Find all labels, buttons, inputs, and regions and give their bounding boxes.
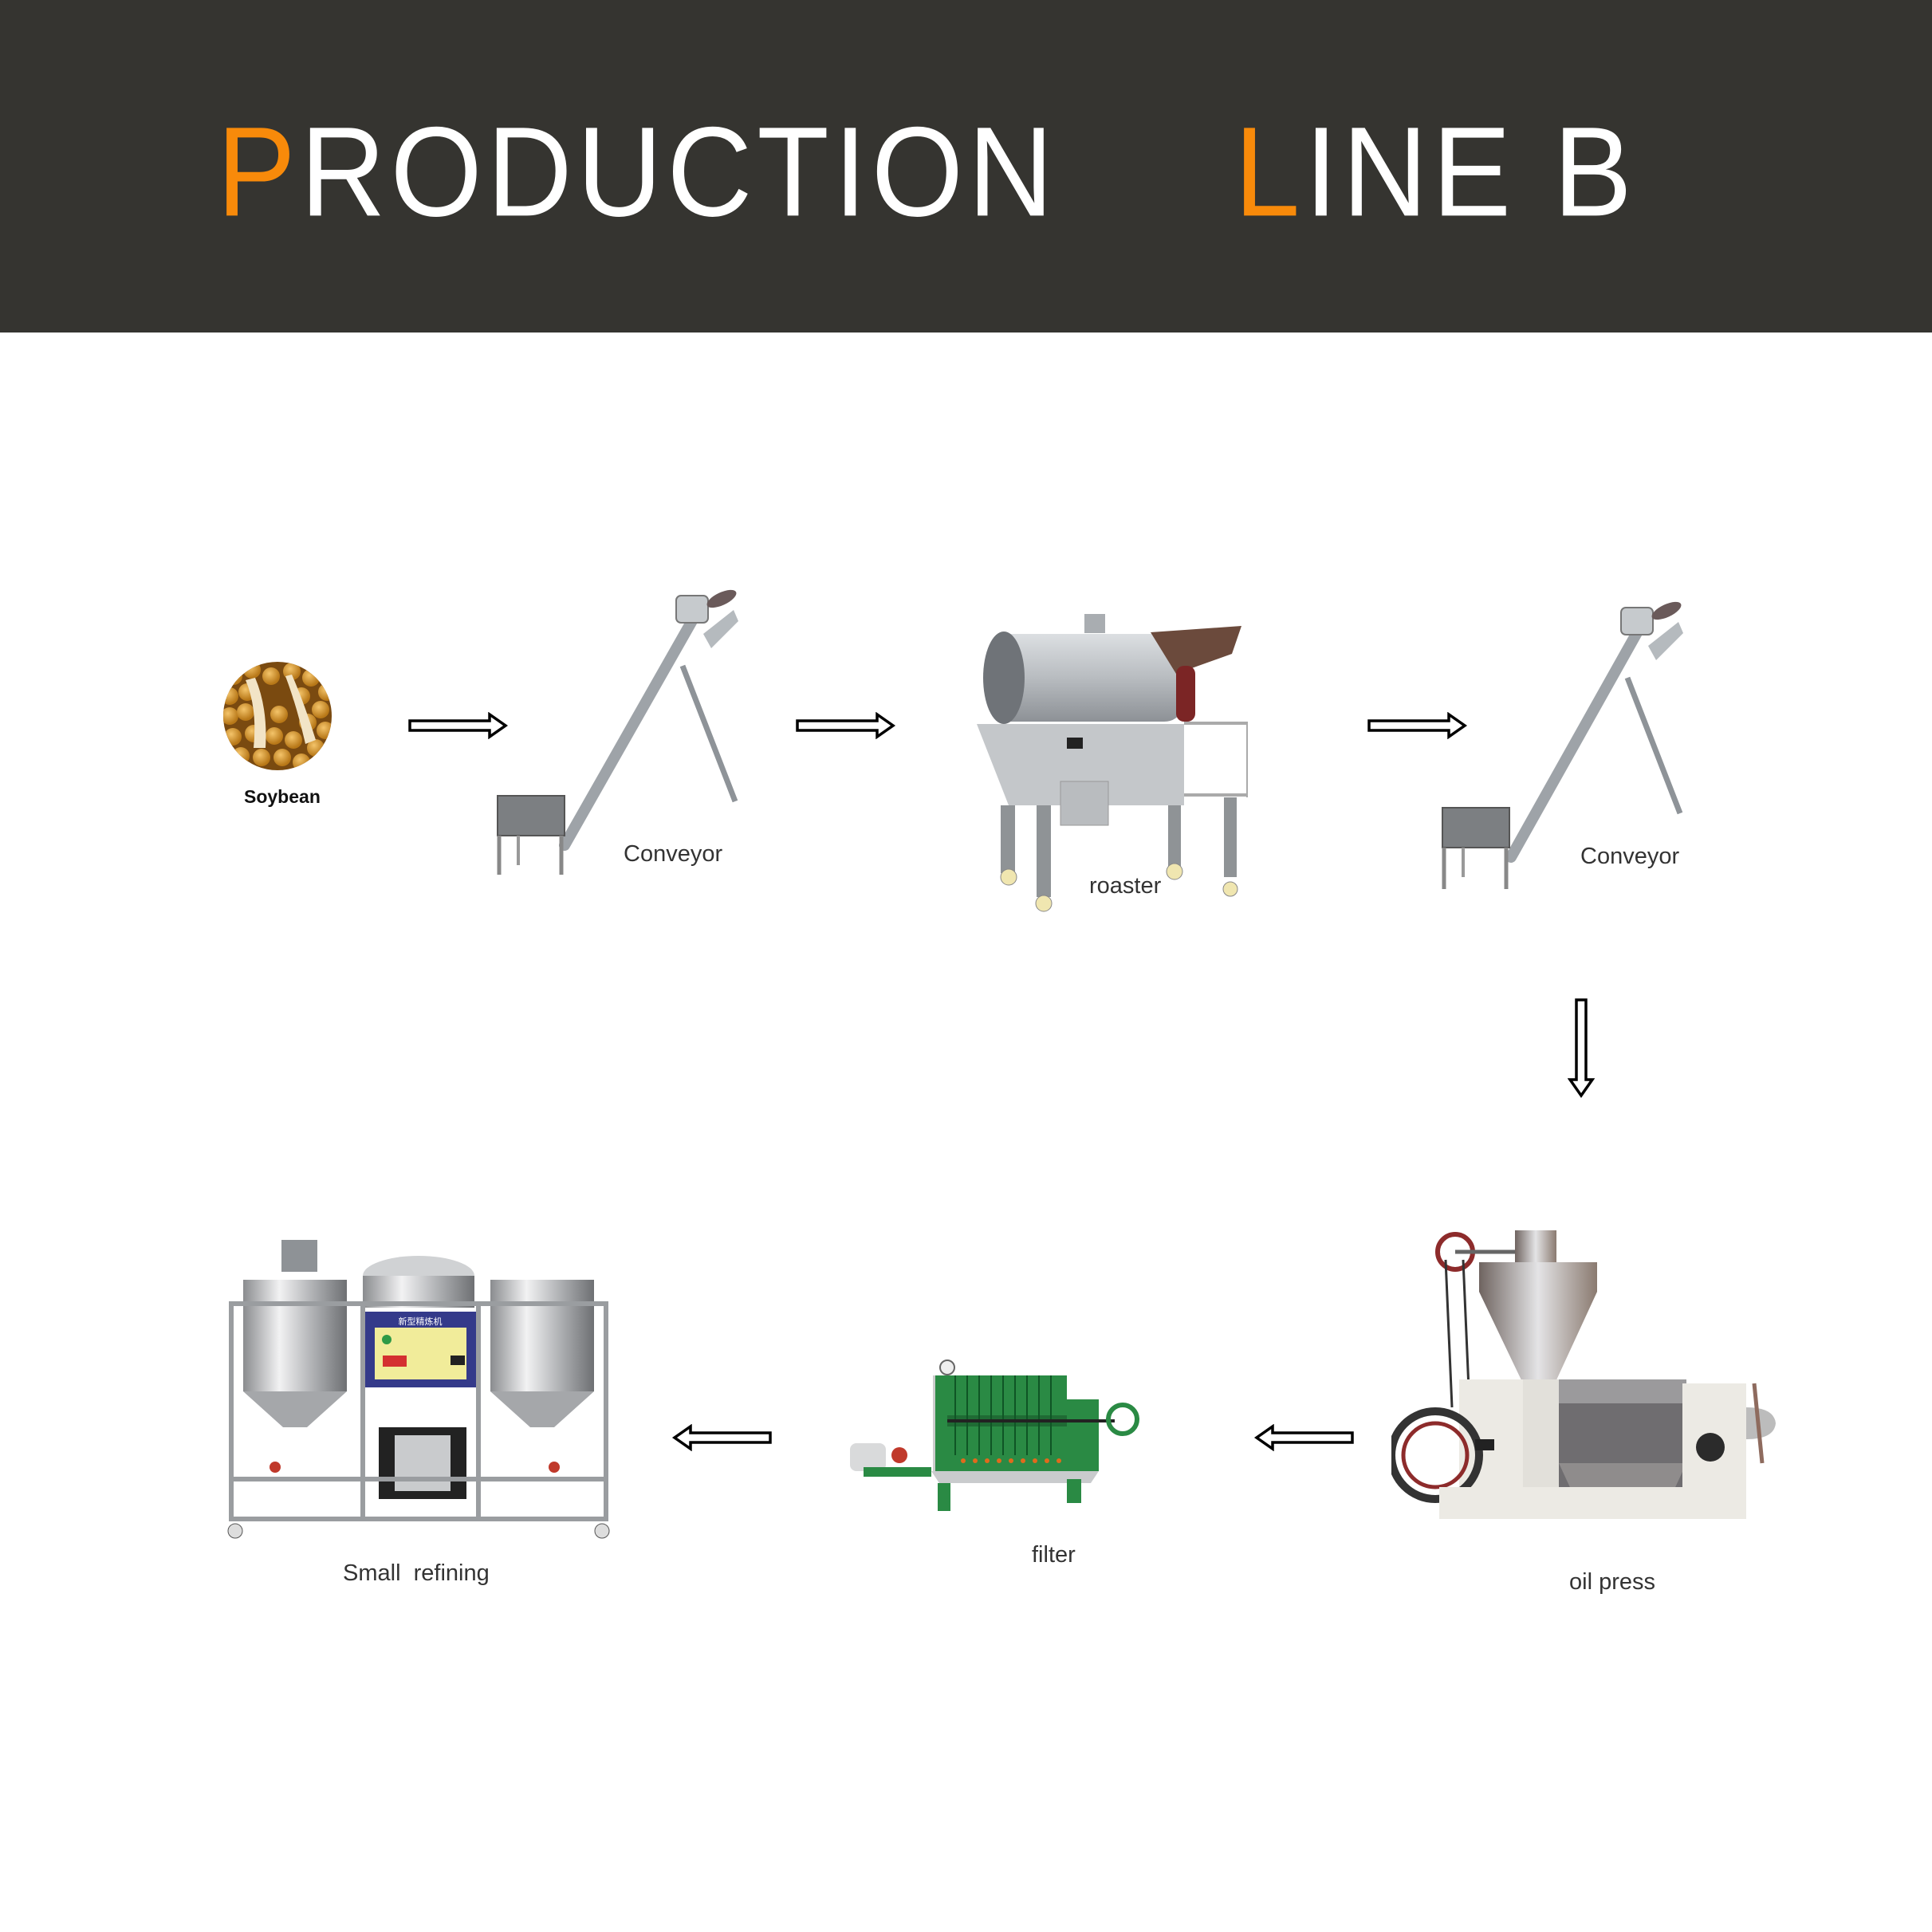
step-soybean xyxy=(222,660,333,772)
screw-conveyor-icon xyxy=(497,589,738,875)
oil-press-machine-icon xyxy=(1387,1230,1776,1519)
refining-machine-icon: 新型精炼机 xyxy=(227,1240,610,1539)
step-conveyor-2 xyxy=(1439,598,1694,893)
soybean-icon xyxy=(223,662,332,770)
label-conveyor-2: Conveyor xyxy=(1580,844,1680,869)
arrow-down-icon xyxy=(1568,998,1595,1099)
arrow-left-icon xyxy=(1253,1424,1354,1451)
arrow-left-icon xyxy=(671,1424,772,1451)
title-word-production: PRODUCTION xyxy=(217,100,1058,243)
step-small-refining: 新型精炼机 xyxy=(227,1240,618,1547)
roaster-machine-icon xyxy=(977,614,1249,912)
arrow-right-icon xyxy=(408,712,509,739)
step-oil-press xyxy=(1387,1224,1822,1543)
label-oil-press: oil press xyxy=(1569,1569,1655,1595)
label-filter: filter xyxy=(1032,1542,1076,1568)
label-soybean: Soybean xyxy=(244,786,321,807)
arrow-right-icon xyxy=(796,712,896,739)
screw-conveyor-icon xyxy=(1442,601,1683,889)
label-conveyor-1: Conveyor xyxy=(624,841,723,867)
step-roaster xyxy=(969,610,1249,917)
step-conveyor-1 xyxy=(494,586,750,877)
step-filter xyxy=(844,1356,1163,1515)
filter-press-icon xyxy=(850,1359,1139,1511)
label-roaster: roaster xyxy=(1089,873,1162,899)
header-banner: PRODUCTION LINE B xyxy=(0,0,1932,332)
label-small-refining: Small refining xyxy=(343,1560,490,1586)
arrow-right-icon xyxy=(1367,712,1468,739)
title-word-line-b: LINE B xyxy=(1234,100,1637,243)
refining-panel-text: 新型精炼机 xyxy=(399,1316,443,1327)
